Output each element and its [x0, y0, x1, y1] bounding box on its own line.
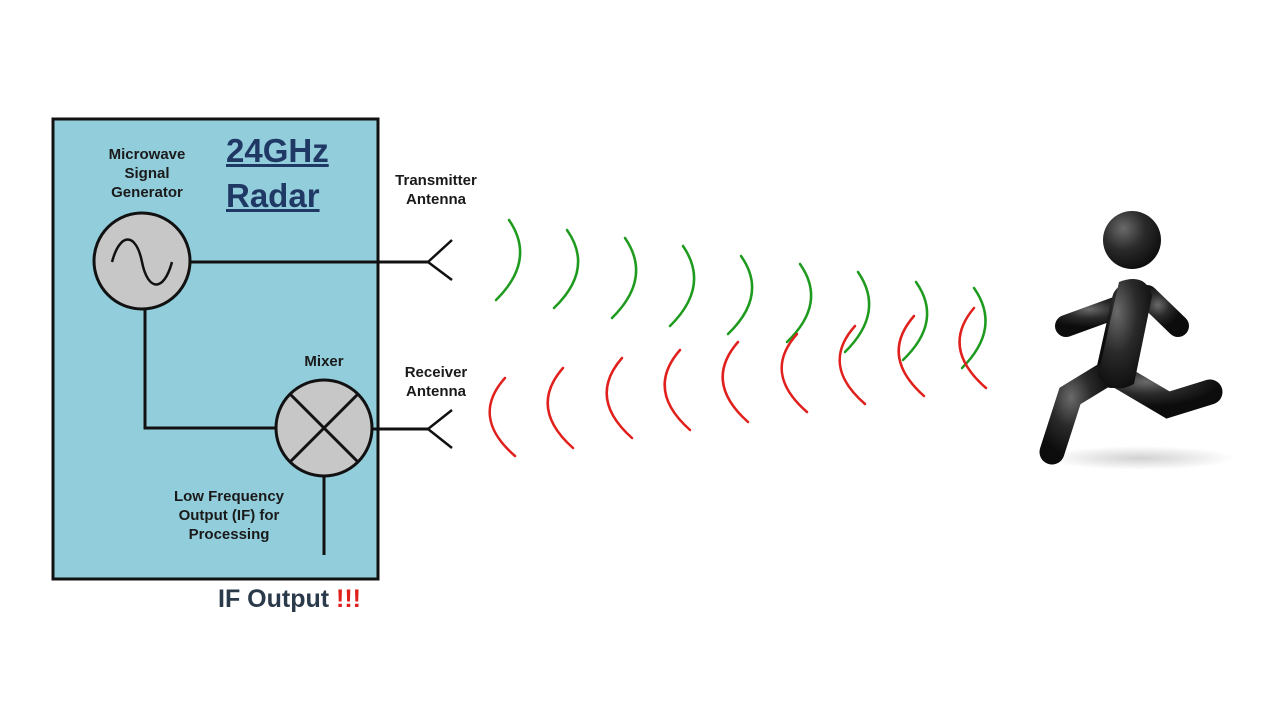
- transmitted-wave-arc: [610, 236, 638, 320]
- transmitted-wave-arc: [785, 262, 813, 344]
- mixer-icon: [274, 378, 374, 478]
- reflected-wave-arc: [838, 324, 867, 406]
- reflected-waves: [488, 306, 988, 458]
- running-person-icon: [1039, 211, 1235, 470]
- if-output-caption: IF Output !!!: [218, 585, 361, 614]
- transmitter-antenna-label: Transmitter Antenna: [395, 172, 477, 208]
- mixer-label: Mixer: [304, 353, 344, 370]
- reflected-wave-arc: [958, 306, 988, 390]
- transmitted-wave-arc: [668, 244, 696, 328]
- radar-title: 24GHz Radar: [226, 132, 329, 214]
- signal-generator-label: Microwave Signal Generator: [108, 146, 186, 201]
- receiver-antenna-label: Receiver Antenna: [404, 364, 468, 400]
- signal-generator-icon: [92, 211, 192, 311]
- transmitted-wave-arc: [494, 218, 522, 302]
- circuit-wires: [143, 260, 428, 555]
- reflected-wave-arc: [780, 332, 809, 414]
- transmitted-wave-arc: [726, 254, 754, 336]
- if-output-emphasis: !!!: [336, 585, 362, 613]
- reflected-wave-arc: [546, 366, 575, 450]
- reflected-wave-arc: [721, 340, 750, 424]
- transmitted-wave-arc: [843, 270, 871, 354]
- reflected-wave-arc: [897, 314, 926, 398]
- reflected-wave-arc: [663, 348, 692, 432]
- reflected-wave-arc: [605, 356, 634, 440]
- reflected-wave-arc: [488, 376, 517, 458]
- transmitted-waves: [494, 218, 987, 370]
- if-processing-label: Low Frequency Output (IF) for Processing: [173, 488, 285, 543]
- receiver-antenna-icon: [425, 409, 453, 449]
- transmitted-wave-arc: [552, 228, 580, 310]
- gen-to-mixer-line: [143, 308, 278, 430]
- transmitted-wave-arc: [901, 280, 929, 362]
- transmitter-antenna-icon: [426, 239, 453, 281]
- transmitted-wave-arc: [960, 286, 987, 370]
- if-output-text: IF Output: [218, 585, 337, 613]
